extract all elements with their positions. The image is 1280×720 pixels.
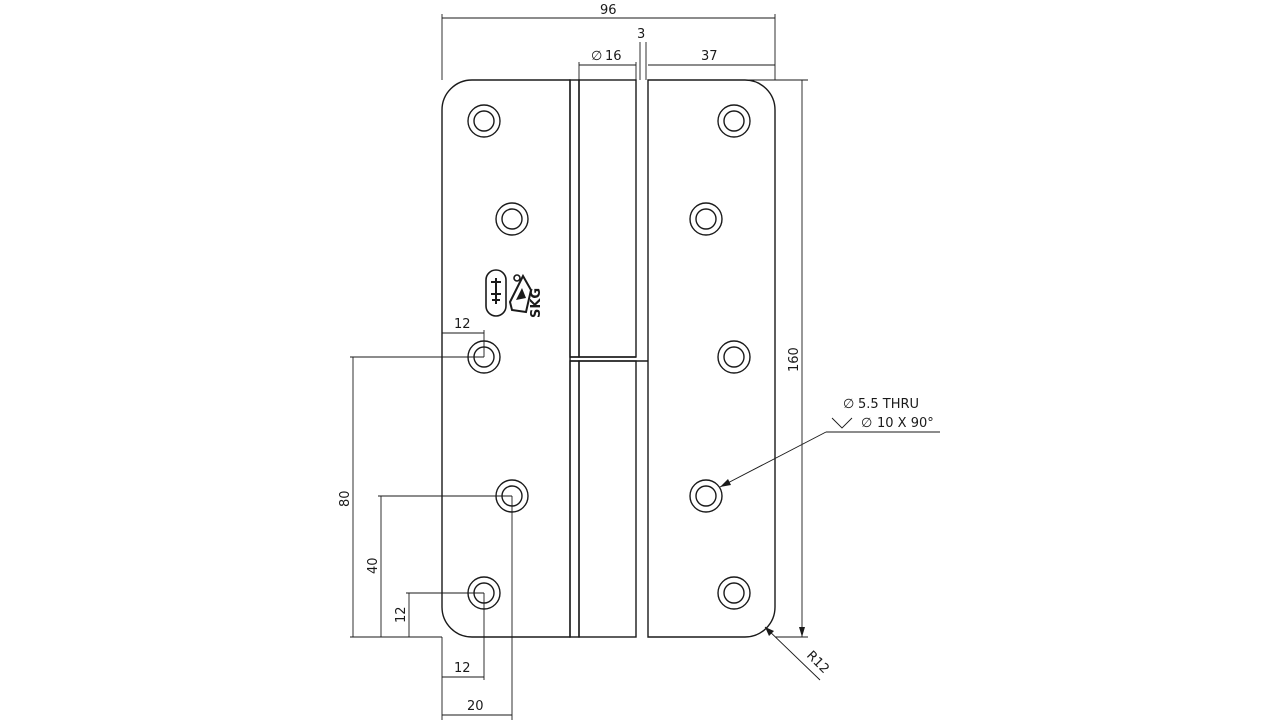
dim-3: 3	[637, 27, 645, 42]
hole	[717, 340, 751, 374]
dimension-hole-12: 12	[394, 592, 484, 637]
dim-20: 20	[467, 699, 484, 714]
logo-text: SKG	[529, 288, 544, 318]
callout-dia-symbol-2: ∅	[861, 416, 872, 431]
hole	[689, 202, 723, 236]
dim-dia-symbol: ∅	[591, 49, 602, 64]
dimension-corner-radius: R12	[764, 626, 832, 681]
hole	[689, 479, 723, 513]
dim-96: 96	[600, 3, 617, 18]
hole	[717, 576, 751, 610]
callout-line2: 10 X 90°	[877, 416, 934, 431]
hole	[467, 104, 501, 138]
dim-r12: R12	[803, 648, 832, 677]
dimension-hole-edge-bottom: 12	[441, 593, 485, 720]
right-leaf	[647, 79, 776, 638]
dim-12-top: 12	[454, 317, 471, 332]
callout-line1: 5.5 THRU	[858, 397, 919, 412]
dim-37: 37	[701, 49, 718, 64]
dim-12-bottom: 12	[454, 661, 471, 676]
dimension-right-leaf: 37	[648, 49, 775, 66]
dim-160: 160	[787, 347, 802, 372]
dimension-hole-edge-top: 12	[441, 317, 485, 357]
hole	[495, 202, 529, 236]
left-leaf	[441, 79, 571, 638]
dimension-hole-40: 40	[366, 495, 512, 637]
dimension-knuckle-diameter: ∅ 16	[578, 49, 637, 80]
dim-80: 80	[338, 490, 353, 507]
kitemark-icon	[508, 273, 533, 314]
dim-12-left: 12	[394, 606, 409, 623]
skg-logo: SKG	[485, 269, 544, 318]
dimension-overall-width: 96	[441, 3, 776, 80]
dim-16: 16	[605, 49, 622, 64]
dim-40: 40	[366, 557, 381, 574]
countersink-icon	[831, 417, 853, 429]
hole	[717, 104, 751, 138]
dimension-overall-height: 160	[745, 79, 808, 638]
knuckle	[569, 79, 648, 638]
callout-dia-symbol-1: ∅	[843, 397, 854, 412]
hole-callout: ∅ 5.5 THRU ∅ 10 X 90°	[719, 397, 940, 488]
dimension-hole-20: 20	[442, 496, 513, 720]
dimension-pin-gap: 3	[637, 27, 647, 80]
right-leaf-holes	[689, 104, 751, 610]
dimension-hole-80: 80	[338, 356, 484, 638]
